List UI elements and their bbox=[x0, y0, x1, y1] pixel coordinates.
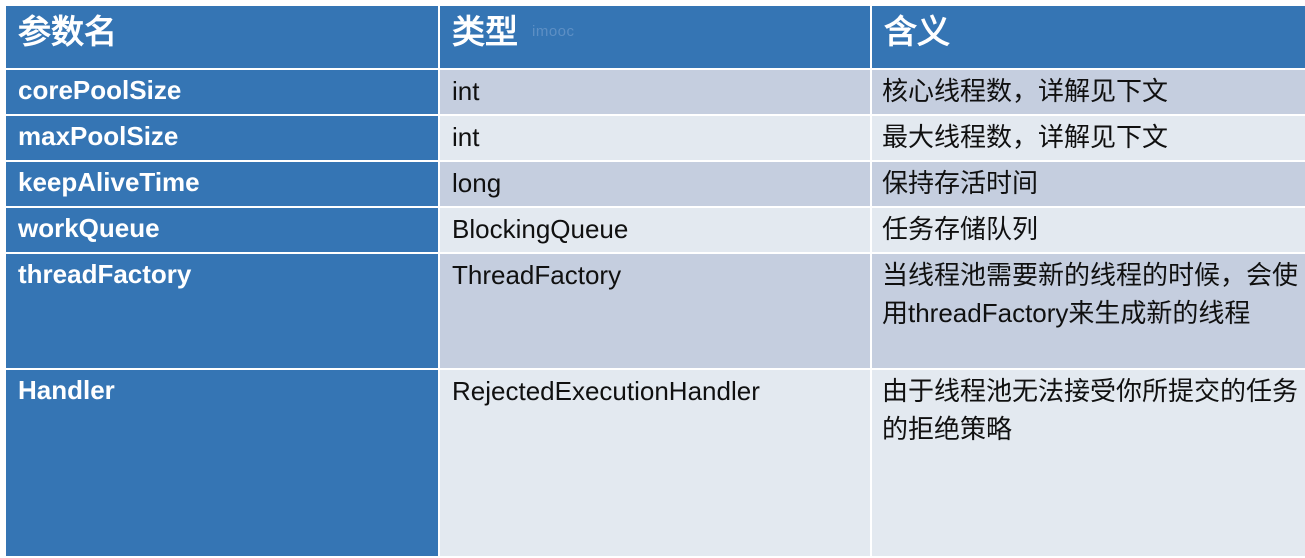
header-row: 参数名 类型 imooc 含义 bbox=[6, 6, 1305, 68]
param-name-cell: keepAliveTime bbox=[6, 162, 438, 206]
column-header-meaning: 含义 bbox=[872, 6, 1305, 68]
table-body: corePoolSize int 核心线程数，详解见下文 maxPoolSize… bbox=[6, 70, 1305, 556]
column-header-param-name: 参数名 bbox=[6, 6, 438, 68]
param-name-cell: threadFactory bbox=[6, 254, 438, 368]
param-name-cell: corePoolSize bbox=[6, 70, 438, 114]
table-row: maxPoolSize int 最大线程数，详解见下文 bbox=[6, 116, 1305, 160]
column-header-type-label: 类型 bbox=[452, 13, 518, 50]
param-meaning-cell: 由于线程池无法接受你所提交的任务的拒绝策略 bbox=[872, 370, 1305, 556]
column-header-meaning-label: 含义 bbox=[884, 13, 950, 50]
param-type-cell: ThreadFactory bbox=[440, 254, 870, 368]
table-header: 参数名 类型 imooc 含义 bbox=[6, 6, 1305, 68]
thread-pool-parameter-table: 参数名 类型 imooc 含义 corePoolSize int 核心线程数，详… bbox=[4, 4, 1305, 558]
table-row: corePoolSize int 核心线程数，详解见下文 bbox=[6, 70, 1305, 114]
column-header-param-name-label: 参数名 bbox=[18, 13, 117, 50]
param-meaning-cell: 当线程池需要新的线程的时候，会使用threadFactory来生成新的线程 bbox=[872, 254, 1305, 368]
column-header-type: 类型 imooc bbox=[440, 6, 870, 68]
param-meaning-cell: 保持存活时间 bbox=[872, 162, 1305, 206]
table-row: keepAliveTime long 保持存活时间 bbox=[6, 162, 1305, 206]
param-meaning-cell: 任务存储队列 bbox=[872, 208, 1305, 252]
imooc-watermark: imooc bbox=[532, 23, 575, 40]
param-name-cell: maxPoolSize bbox=[6, 116, 438, 160]
param-type-cell: int bbox=[440, 116, 870, 160]
param-type-cell: BlockingQueue bbox=[440, 208, 870, 252]
param-type-cell: long bbox=[440, 162, 870, 206]
param-meaning-cell: 最大线程数，详解见下文 bbox=[872, 116, 1305, 160]
param-meaning-cell: 核心线程数，详解见下文 bbox=[872, 70, 1305, 114]
table-row: Handler RejectedExecutionHandler 由于线程池无法… bbox=[6, 370, 1305, 556]
param-name-cell: workQueue bbox=[6, 208, 438, 252]
param-name-cell: Handler bbox=[6, 370, 438, 556]
param-type-cell: int bbox=[440, 70, 870, 114]
param-type-cell: RejectedExecutionHandler bbox=[440, 370, 870, 556]
table-row: threadFactory ThreadFactory 当线程池需要新的线程的时… bbox=[6, 254, 1305, 368]
table-row: workQueue BlockingQueue 任务存储队列 bbox=[6, 208, 1305, 252]
